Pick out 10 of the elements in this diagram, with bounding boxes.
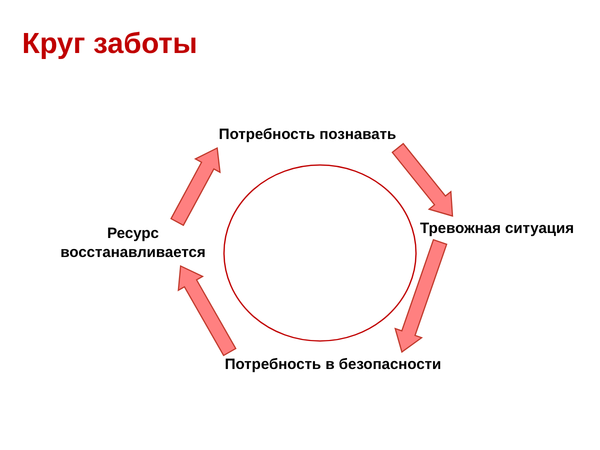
node-label: Ресурс восстанавливается <box>59 225 207 263</box>
node-label: Тревожная ситуация <box>420 220 574 238</box>
block-arrow <box>392 142 454 217</box>
block-arrow <box>394 238 448 353</box>
node-label: Потребность познавать <box>218 126 396 144</box>
block-arrow <box>170 147 221 226</box>
node-label: Потребность в безопасности <box>224 356 442 374</box>
circle-shape <box>223 164 417 342</box>
block-arrow <box>178 265 237 356</box>
title: Круг заботы <box>22 28 198 61</box>
